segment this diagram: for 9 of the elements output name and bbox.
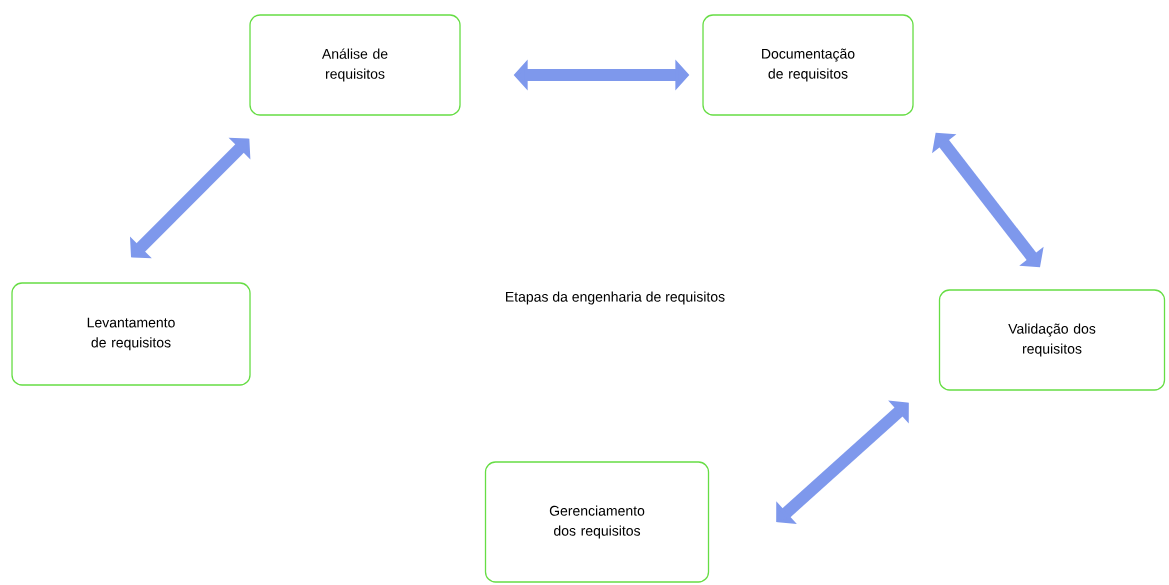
process-box: Gerenciamento dos requisitos <box>484 461 710 583</box>
double-arrow <box>130 137 251 259</box>
note-text: Etapas da engenharia de requisitos <box>506 291 725 305</box>
process-box: Documentação de requisitos <box>702 14 914 116</box>
double-arrow <box>932 132 1044 268</box>
double-arrow <box>776 400 909 525</box>
process-box: Validação dos requisitos <box>938 289 1166 391</box>
process-box: Levantamento de requisitos <box>11 282 251 386</box>
process-box: Análise de requisitos <box>249 14 461 116</box>
